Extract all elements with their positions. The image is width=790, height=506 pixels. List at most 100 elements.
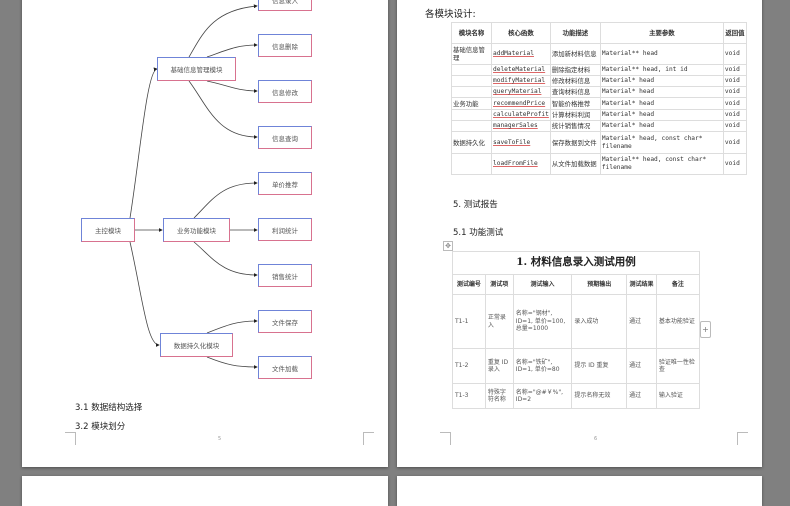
- function-cell: addMaterial: [491, 43, 551, 65]
- node-leaf: 文件保存: [258, 310, 312, 333]
- col-header: 预期输出: [571, 274, 628, 295]
- params-cell: Material** head, const char* filename: [599, 153, 724, 175]
- module-name-cell: 基础信息管理: [451, 43, 492, 65]
- expected-output-cell: 录入成功: [571, 294, 628, 349]
- return-cell: void: [722, 43, 748, 65]
- description-cell: 删除指定材料: [549, 64, 601, 76]
- add-column-button[interactable]: +: [700, 321, 711, 338]
- test-item-cell: 重复 ID 录入: [484, 348, 514, 384]
- page-5: 主控模块 基础信息管理模块 业务功能模块 数据持久化模块 信息录入 信息删除 信…: [22, 0, 388, 467]
- description-cell: 智能价格推荐: [549, 97, 601, 110]
- module-name-cell: [451, 75, 492, 87]
- return-cell: void: [722, 75, 748, 87]
- col-header: 测试编号: [452, 274, 486, 295]
- node-module-persistence: 数据持久化模块: [160, 333, 233, 357]
- params-cell: Material* head: [599, 75, 724, 87]
- table-move-handle-icon[interactable]: ✥: [443, 241, 453, 251]
- node-leaf: 文件加载: [258, 356, 312, 379]
- design-heading: 各模块设计:: [425, 9, 476, 20]
- function-cell: managerSales: [491, 120, 551, 132]
- function-cell: modifyMaterial: [491, 75, 551, 87]
- node-leaf: 销售统计: [258, 264, 312, 287]
- table-header: 模块名称 核心函数 功能描述 主要参数 返回值: [451, 22, 748, 44]
- return-cell: void: [722, 97, 748, 110]
- node-leaf: 利润统计: [258, 218, 312, 241]
- description-cell: 添加新材料信息: [549, 43, 601, 65]
- params-cell: Material* head, const char* filename: [599, 131, 724, 154]
- margin-corner: [440, 432, 451, 445]
- module-name-cell: [451, 64, 492, 76]
- node-leaf: 信息查询: [258, 126, 312, 149]
- params-cell: Material* head: [599, 120, 724, 132]
- heading-3-2: 3.2 模块划分: [75, 422, 126, 432]
- function-cell: deleteMaterial: [491, 64, 551, 76]
- note-cell: 基本功能验证: [655, 294, 701, 349]
- col-header: 测试输入: [512, 274, 573, 295]
- test-item-cell: 特殊字符名称: [484, 383, 514, 409]
- col-header: 备注: [655, 274, 701, 295]
- test-id-cell: T1-1: [452, 294, 486, 349]
- expected-output-cell: 提示 ID 重复: [571, 348, 628, 384]
- description-cell: 计算材料利润: [549, 109, 601, 121]
- col-header: 核心函数: [491, 22, 551, 44]
- module-name-cell: [451, 86, 492, 98]
- return-cell: void: [722, 131, 748, 154]
- test-input-cell: 名称="钢材", ID=1, 单价=100, 总量=1000: [512, 294, 573, 349]
- node-leaf: 单价推荐: [258, 172, 312, 195]
- node-root: 主控模块: [81, 218, 135, 242]
- node-module-business: 业务功能模块: [163, 218, 230, 242]
- expected-output-cell: 提示名称无效: [571, 383, 628, 409]
- result-cell: 通过: [626, 383, 657, 409]
- description-cell: 修改材料信息: [549, 75, 601, 87]
- return-cell: void: [722, 153, 748, 175]
- result-cell: 通过: [626, 348, 657, 384]
- section-5: 5. 测试报告: [453, 200, 498, 210]
- function-cell: saveToFile: [491, 131, 551, 154]
- description-cell: 保存数据到文件: [549, 131, 601, 154]
- margin-corner: [737, 432, 748, 445]
- col-header: 返回值: [722, 22, 748, 44]
- return-cell: void: [722, 109, 748, 121]
- test-item-cell: 正常录入: [484, 294, 514, 349]
- test-table-title: 1. 材料信息录入测试用例: [452, 251, 700, 275]
- module-name-cell: 业务功能: [451, 97, 492, 110]
- params-cell: Material* head: [599, 86, 724, 98]
- test-id-cell: T1-3: [452, 383, 486, 409]
- margin-corner: [65, 432, 76, 445]
- col-header: 测试结果: [626, 274, 657, 295]
- description-cell: 从文件加载数据: [549, 153, 601, 175]
- module-name-cell: [451, 153, 492, 175]
- page-number: 5: [218, 436, 222, 442]
- function-cell: queryMaterial: [491, 86, 551, 98]
- params-cell: Material* head: [599, 109, 724, 121]
- col-header: 模块名称: [451, 22, 492, 44]
- test-id-cell: T1-2: [452, 348, 486, 384]
- module-name-cell: [451, 109, 492, 121]
- test-table: 1. 材料信息录入测试用例 测试编号测试项测试输入预期输出测试结果备注 T1-1…: [452, 251, 701, 409]
- page-7: [22, 476, 388, 506]
- test-input-cell: 名称="@#￥%", ID=2: [512, 383, 573, 409]
- return-cell: void: [722, 86, 748, 98]
- note-cell: 输入验证: [655, 383, 701, 409]
- params-cell: Material** head, int id: [599, 64, 724, 76]
- page-number: 6: [594, 436, 598, 442]
- function-cell: calculateProfit: [491, 109, 551, 121]
- module-name-cell: 数据持久化: [451, 131, 492, 154]
- heading-3-1: 3.1 数据结构选择: [75, 403, 143, 413]
- node-leaf: 信息删除: [258, 34, 312, 57]
- col-header: 测试项: [484, 274, 514, 295]
- description-cell: 统计销售情况: [549, 120, 601, 132]
- node-leaf: 信息修改: [258, 80, 312, 103]
